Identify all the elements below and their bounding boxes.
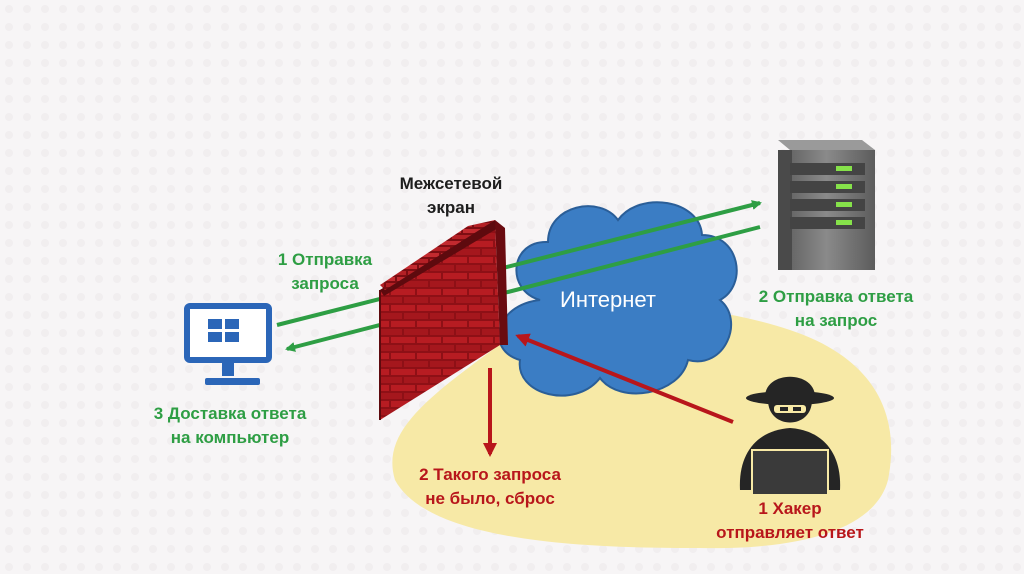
internet-label: Интернет [560,287,656,312]
server-reply-line2: на запрос [794,311,878,330]
hacker-icon [739,376,841,496]
drop-label: 2 Такого запроса не было, сброс [400,463,580,511]
hacker-label: 1 Хакер отправляет ответ [695,497,885,545]
firewall-title: Межсетевой экран [376,172,526,220]
drop-line1: 2 Такого запроса [419,465,561,484]
deliver-line2: на компьютер [170,428,290,447]
cloud-icon [497,201,738,397]
firewall-title-line1: Межсетевой [399,174,503,193]
hacker-line2: отправляет ответ [716,523,864,542]
deliver-line1: 3 Доставка ответа [153,404,307,423]
reply-arrow [285,225,761,352]
deliver-label: 3 Доставка ответа на компьютер [130,402,330,450]
server-icon [778,140,875,270]
computer-icon [184,303,272,385]
server-reply-line1: 2 Отправка ответа [758,287,914,306]
firewall-icon [379,220,508,420]
hacker-line1: 1 Хакер [758,499,822,518]
firewall-title-line2: экран [426,198,475,217]
request-arrow [276,200,762,327]
send-request-line1: 1 Отправка [277,250,373,269]
server-reply-label: 2 Отправка ответа на запрос [736,285,936,333]
send-request-label: 1 Отправка запроса [250,248,400,296]
send-request-line2: запроса [291,274,359,293]
drop-line2: не было, сброс [425,489,555,508]
hacker-arrow [515,333,734,424]
